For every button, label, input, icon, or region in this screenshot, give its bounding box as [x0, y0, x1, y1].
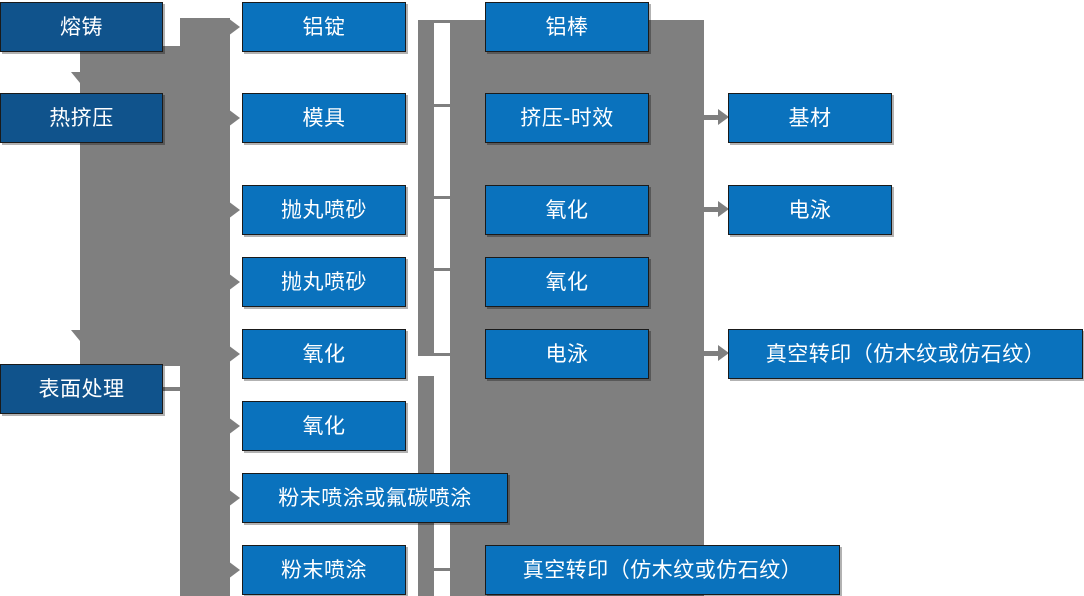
intermediate-label-vacuum-transfer: 真空转印（仿木纹或仿石纹）: [522, 558, 803, 582]
output-box-electrophoresis[interactable]: 电泳: [728, 185, 892, 235]
output-label-electrophoresis: 电泳: [788, 198, 832, 222]
process-label-shot-blasting-1: 抛丸喷砂: [281, 198, 367, 222]
connector-arrow-to-powder-or-pvdf-coating: [228, 489, 240, 507]
connector-arrow-to-oxidation-1: [228, 345, 240, 363]
connector-arrow-to-powder-coating: [228, 561, 240, 579]
stage-box-hot-extrusion[interactable]: 热挤压: [0, 93, 163, 143]
intermediate-label-extrusion-aging: 挤压-时效: [520, 106, 614, 130]
connector-arrow-to-base-material: [704, 109, 730, 126]
stage-box-melting[interactable]: 熔铸: [0, 2, 163, 52]
stage-label-melting: 熔铸: [60, 15, 103, 39]
intermediate-label-oxidation-2: 氧化: [545, 270, 589, 294]
process-box-mold[interactable]: 模具: [242, 93, 406, 143]
stage-label-surface-treatment: 表面处理: [38, 377, 125, 401]
stage-box-surface-treatment[interactable]: 表面处理: [0, 364, 163, 414]
connector-bridge-tie-top: [430, 20, 454, 23]
output-label-base-material: 基材: [788, 106, 832, 130]
stage-label-hot-extrusion: 热挤压: [49, 106, 114, 130]
connector-arrow-to-shot-blasting-1: [228, 201, 240, 219]
intermediate-box-vacuum-transfer[interactable]: 真空转印（仿木纹或仿石纹）: [485, 545, 840, 595]
intermediate-box-oxidation-1[interactable]: 氧化: [485, 185, 649, 235]
process-label-aluminum-ingot: 铝锭: [302, 15, 346, 39]
connector-bridge-tie-2: [430, 196, 454, 199]
process-box-shot-blasting-1[interactable]: 抛丸喷砂: [242, 185, 406, 235]
intermediate-label-aluminum-bar: 铝棒: [545, 15, 589, 39]
intermediate-label-oxidation-1: 氧化: [545, 198, 589, 222]
connector-surface-treatment-stub: [163, 387, 185, 391]
connector-arrow-to-oxidation-2: [228, 417, 240, 435]
process-label-oxidation-1: 氧化: [302, 342, 346, 366]
intermediate-box-extrusion-aging[interactable]: 挤压-时效: [485, 93, 649, 143]
process-box-shot-blasting-2[interactable]: 抛丸喷砂: [242, 257, 406, 307]
connector-bridge-left-bar-upper: [418, 20, 434, 356]
intermediate-box-oxidation-2[interactable]: 氧化: [485, 257, 649, 307]
connector-arrow-to-mold: [228, 109, 240, 127]
connector-main-trunk: [180, 18, 230, 596]
process-label-mold: 模具: [302, 106, 346, 130]
intermediate-box-aluminum-bar[interactable]: 铝棒: [485, 2, 649, 52]
process-box-aluminum-ingot[interactable]: 铝锭: [242, 2, 406, 52]
output-box-base-material[interactable]: 基材: [728, 93, 892, 143]
process-label-powder-or-pvdf-coating: 粉末喷涂或氟碳喷涂: [278, 486, 472, 510]
connector-arrow-to-shot-blasting-2: [228, 273, 240, 291]
output-box-vacuum-transfer[interactable]: 真空转印（仿木纹或仿石纹）: [728, 329, 1083, 379]
connector-bridge-tie-4: [430, 353, 454, 356]
connector-arrow-to-aluminum-ingot: [228, 18, 240, 36]
output-label-vacuum-transfer: 真空转印（仿木纹或仿石纹）: [765, 342, 1046, 366]
process-label-shot-blasting-2: 抛丸喷砂: [281, 270, 367, 294]
connector-bridge-tie-3: [430, 268, 454, 271]
connector-bridge-tie-5: [430, 568, 454, 571]
intermediate-box-electrophoresis[interactable]: 电泳: [485, 329, 649, 379]
process-box-oxidation-1[interactable]: 氧化: [242, 329, 406, 379]
intermediate-label-electrophoresis: 电泳: [545, 342, 589, 366]
process-box-oxidation-2[interactable]: 氧化: [242, 401, 406, 451]
process-box-powder-or-pvdf-coating[interactable]: 粉末喷涂或氟碳喷涂: [242, 473, 508, 523]
connector-arrow-to-electrophoresis-out: [704, 201, 730, 218]
process-label-oxidation-2: 氧化: [302, 414, 346, 438]
process-label-powder-coating: 粉末喷涂: [281, 558, 367, 582]
process-box-powder-coating[interactable]: 粉末喷涂: [242, 545, 406, 595]
connector-arrow-down-to-surface-treatment: [71, 330, 89, 341]
connector-bridge-tie-1: [430, 104, 454, 107]
connector-arrow-to-vacuum-transfer-out: [704, 345, 730, 362]
